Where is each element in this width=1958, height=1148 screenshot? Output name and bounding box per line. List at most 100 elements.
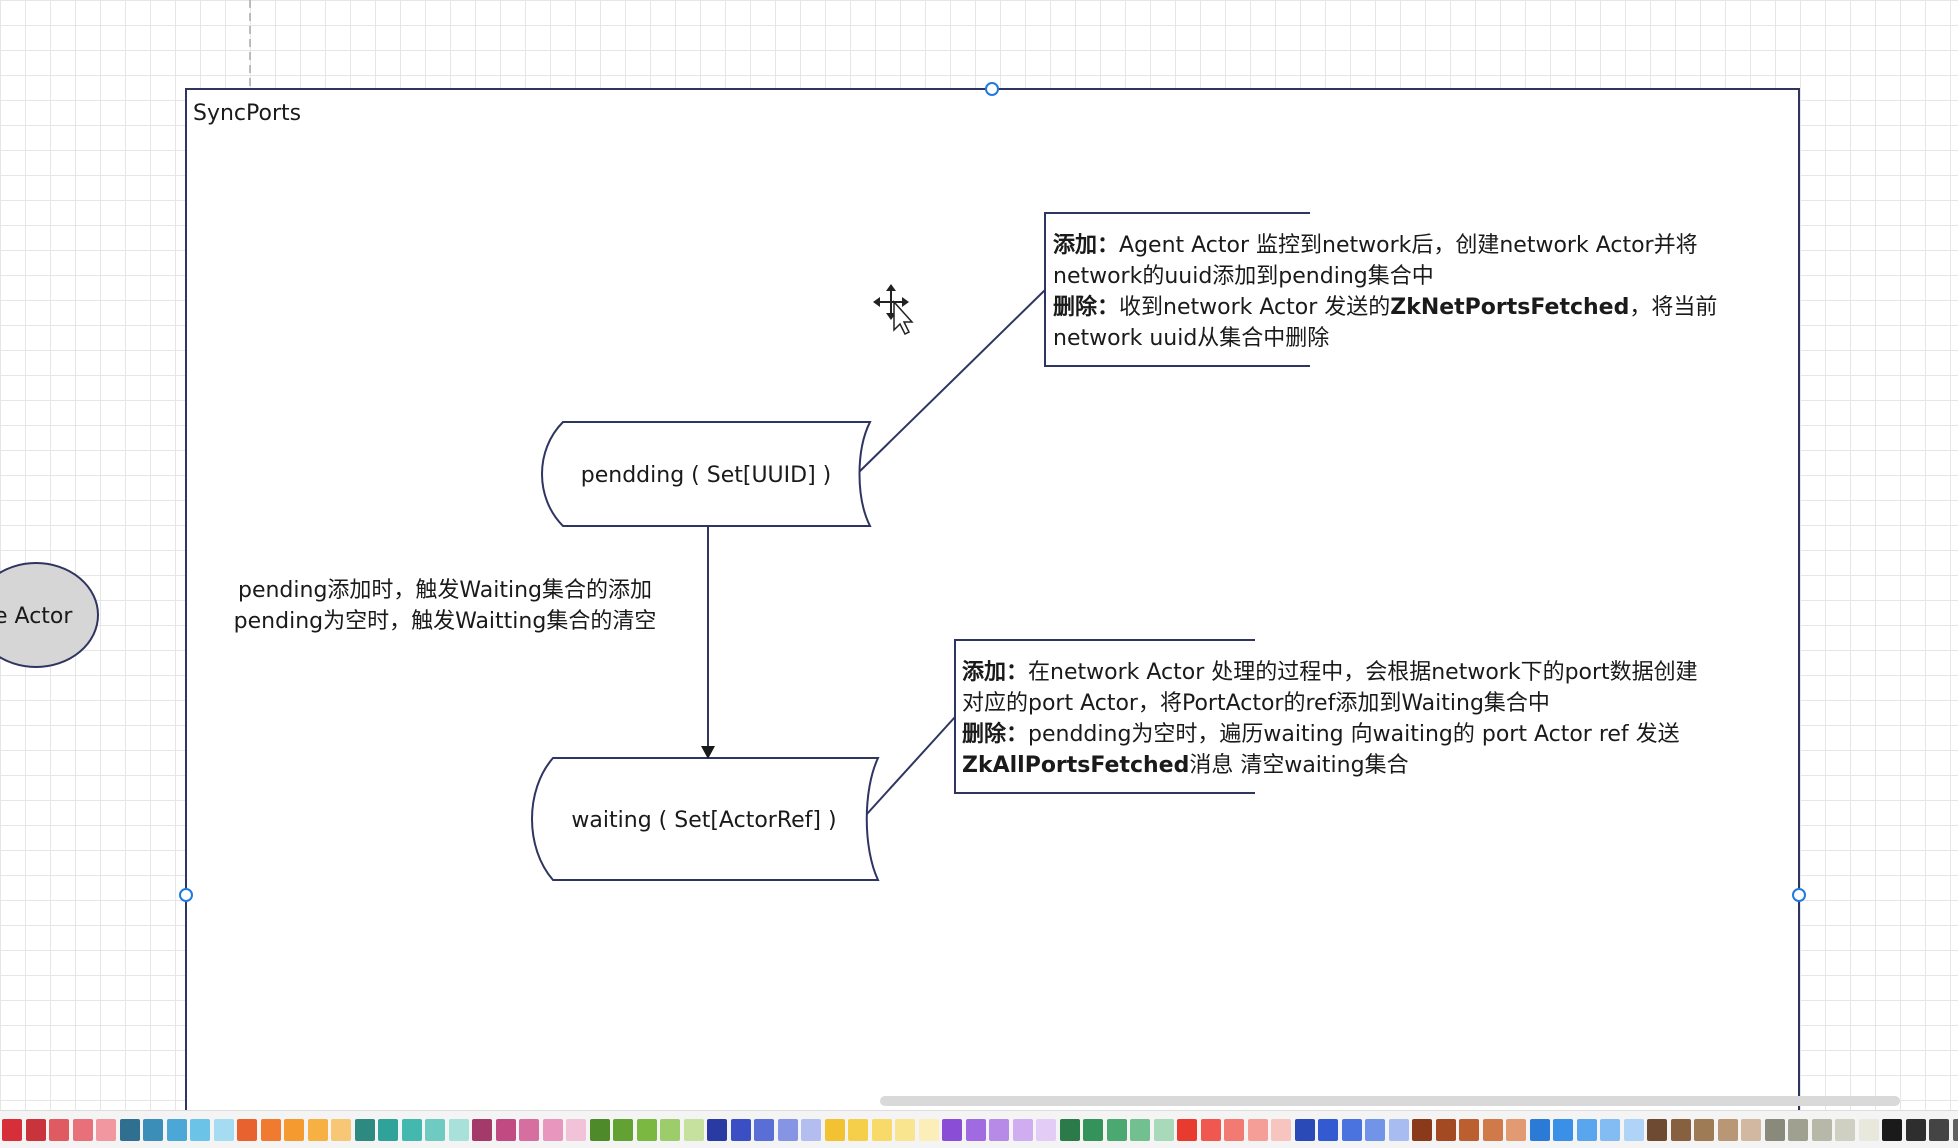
color-swatch[interactable] <box>1764 1118 1785 1141</box>
color-swatch[interactable] <box>989 1118 1009 1141</box>
color-swatch[interactable] <box>1036 1118 1056 1141</box>
color-swatch[interactable] <box>1553 1118 1573 1141</box>
color-swatch[interactable] <box>613 1118 633 1141</box>
color-swatch[interactable] <box>683 1118 704 1141</box>
color-swatch[interactable] <box>119 1118 140 1141</box>
color-swatch[interactable] <box>730 1118 751 1141</box>
color-swatch[interactable] <box>777 1118 798 1141</box>
color-swatch[interactable] <box>1130 1118 1150 1141</box>
color-swatch[interactable] <box>1200 1118 1221 1141</box>
color-swatch[interactable] <box>425 1118 445 1141</box>
color-swatch[interactable] <box>166 1118 187 1141</box>
color-swatch[interactable] <box>1600 1118 1620 1141</box>
color-swatch[interactable] <box>848 1118 868 1141</box>
color-swatch[interactable] <box>448 1118 469 1141</box>
color-swatch[interactable] <box>942 1118 962 1141</box>
waiting-note-connector[interactable] <box>865 716 956 816</box>
color-swatch[interactable] <box>1177 1118 1197 1141</box>
color-swatch[interactable] <box>542 1118 563 1141</box>
note-waiting[interactable]: 添加：在network Actor 处理的过程中，会根据network下的por… <box>954 639 1698 794</box>
color-swatch[interactable] <box>707 1118 727 1141</box>
color-swatch[interactable] <box>1318 1118 1338 1141</box>
color-swatch[interactable] <box>378 1118 398 1141</box>
color-swatch[interactable] <box>566 1118 586 1141</box>
waiting-node[interactable]: waiting ( Set[ActorRef] ) <box>531 757 880 881</box>
color-swatch[interactable] <box>1435 1118 1456 1141</box>
color-swatch[interactable] <box>1271 1118 1291 1141</box>
color-swatch[interactable] <box>1952 1118 1958 1141</box>
resize-handle-left[interactable] <box>179 888 193 902</box>
color-swatch[interactable] <box>918 1118 939 1141</box>
pending-node[interactable]: pendding ( Set[UUID] ) <box>541 421 872 527</box>
color-swatch[interactable] <box>1106 1118 1127 1141</box>
color-swatch[interactable] <box>1153 1118 1174 1141</box>
waiting-shape[interactable] <box>531 757 880 881</box>
color-swatch[interactable] <box>354 1118 375 1141</box>
color-swatch[interactable] <box>1717 1118 1738 1141</box>
color-swatch[interactable] <box>401 1118 422 1141</box>
color-swatch[interactable] <box>25 1118 46 1141</box>
color-swatch[interactable] <box>1576 1118 1597 1141</box>
color-swatch[interactable] <box>519 1118 539 1141</box>
color-swatch[interactable] <box>1459 1118 1479 1141</box>
color-swatch[interactable] <box>1905 1118 1926 1141</box>
color-swatch[interactable] <box>72 1118 93 1141</box>
left-actor-node[interactable]: e Actor <box>0 562 99 668</box>
color-swatch[interactable] <box>965 1118 986 1141</box>
left-actor-ellipse[interactable] <box>0 562 99 668</box>
color-swatch[interactable] <box>1694 1118 1714 1141</box>
color-swatch[interactable] <box>1741 1118 1761 1141</box>
horizontal-scrollbar[interactable] <box>880 1096 1900 1106</box>
color-swatch[interactable] <box>636 1118 657 1141</box>
color-swatch[interactable] <box>284 1118 304 1141</box>
color-swatch[interactable] <box>801 1118 821 1141</box>
color-swatch[interactable] <box>307 1118 328 1141</box>
color-swatch[interactable] <box>1647 1118 1667 1141</box>
color-swatch[interactable] <box>1929 1118 1949 1141</box>
color-swatch[interactable] <box>1224 1118 1244 1141</box>
color-swatch[interactable] <box>1412 1118 1432 1141</box>
pending-note-connector[interactable] <box>857 289 1046 474</box>
syncports-frame[interactable]: SyncPorts <box>179 82 1806 1130</box>
color-swatch[interactable] <box>190 1118 210 1141</box>
color-swatch[interactable] <box>1365 1118 1385 1141</box>
color-swatch[interactable] <box>1670 1118 1691 1141</box>
color-swatch[interactable] <box>143 1118 163 1141</box>
color-swatch[interactable] <box>1858 1118 1879 1141</box>
note-pending[interactable]: 添加：Agent Actor 监控到network后，创建network Act… <box>1044 212 1717 367</box>
color-swatch[interactable] <box>1529 1118 1550 1141</box>
color-swatch[interactable] <box>495 1118 516 1141</box>
color-swatch[interactable] <box>331 1118 351 1141</box>
color-swatch[interactable] <box>472 1118 492 1141</box>
color-swatch[interactable] <box>1835 1118 1855 1141</box>
resize-handle-top[interactable] <box>985 82 999 96</box>
color-swatch[interactable] <box>1623 1118 1644 1141</box>
color-swatch[interactable] <box>1083 1118 1103 1141</box>
color-swatch[interactable] <box>1341 1118 1362 1141</box>
color-swatch[interactable] <box>2 1118 22 1141</box>
color-swatch[interactable] <box>754 1118 774 1141</box>
color-swatch[interactable] <box>237 1118 257 1141</box>
pending-to-waiting-edge[interactable] <box>701 526 715 759</box>
color-swatch[interactable] <box>1788 1118 1808 1141</box>
color-swatch[interactable] <box>1012 1118 1033 1141</box>
color-swatch[interactable] <box>1506 1118 1526 1141</box>
color-swatch[interactable] <box>1882 1118 1902 1141</box>
resize-handle-right[interactable] <box>1792 888 1806 902</box>
frame-border[interactable] <box>185 88 1800 1130</box>
color-swatch[interactable] <box>213 1118 234 1141</box>
color-swatch[interactable] <box>96 1118 116 1141</box>
color-swatch[interactable] <box>49 1118 69 1141</box>
color-swatch[interactable] <box>1388 1118 1409 1141</box>
color-swatch[interactable] <box>1294 1118 1315 1141</box>
color-swatch[interactable] <box>260 1118 281 1141</box>
color-swatch[interactable] <box>660 1118 680 1141</box>
color-swatch[interactable] <box>1059 1118 1080 1141</box>
color-swatch[interactable] <box>589 1118 610 1141</box>
color-swatch[interactable] <box>871 1118 892 1141</box>
pending-shape[interactable] <box>541 421 872 527</box>
color-swatch[interactable] <box>824 1118 845 1141</box>
color-swatch[interactable] <box>1811 1118 1832 1141</box>
color-swatch[interactable] <box>1247 1118 1268 1141</box>
